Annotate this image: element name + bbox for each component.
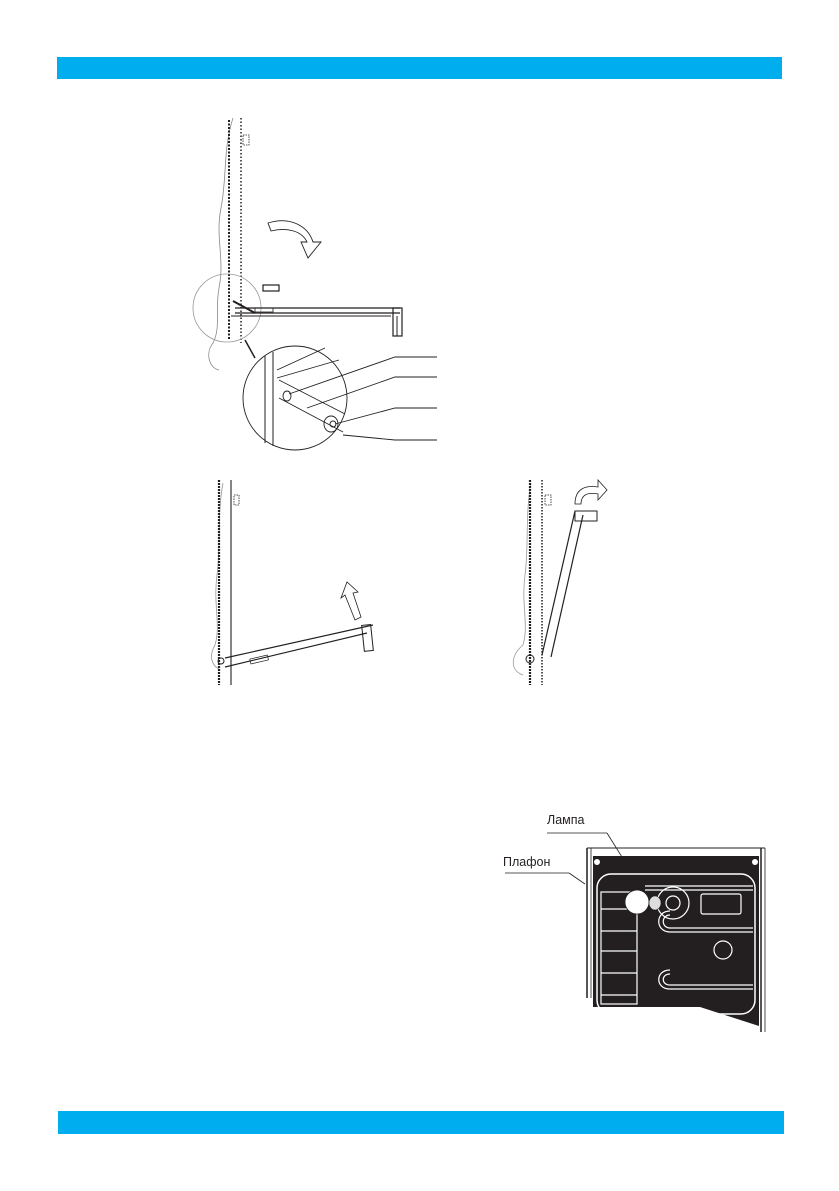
- door-open-drawing: [192, 117, 437, 451]
- oven-interior-drawing: [505, 832, 766, 1032]
- door-lifting-drawing: [211, 480, 374, 685]
- lamp-label: Лампа: [547, 813, 585, 827]
- lamp-bulb: [648, 895, 662, 911]
- callout-lines: [288, 356, 437, 441]
- footer-band: [58, 1111, 784, 1134]
- figure-door-open-detail: [192, 108, 445, 468]
- door-removed-drawing: [512, 478, 608, 685]
- arrow-up-icon: [340, 581, 362, 621]
- lamp-cover: [624, 889, 650, 915]
- curved-arrow-down-icon: [267, 220, 322, 259]
- curved-arrow-right-icon: [574, 478, 608, 505]
- lamp-cover-label: Плафон: [503, 855, 551, 869]
- figure-door-removed: [495, 475, 625, 690]
- figure-door-lifting: [195, 475, 395, 690]
- header-band: [57, 57, 782, 79]
